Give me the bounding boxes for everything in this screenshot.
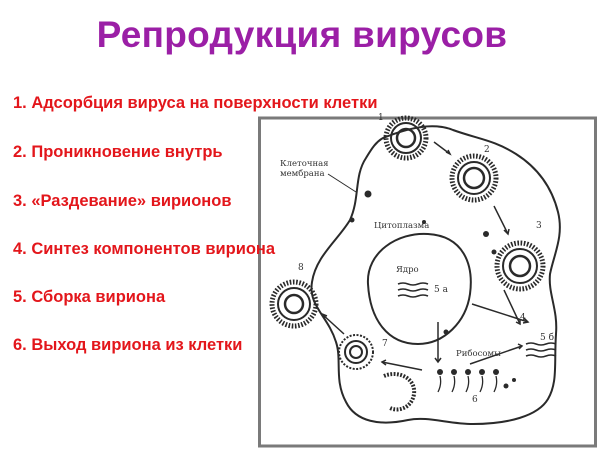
cytoplasm-label: Цитоплазма — [374, 221, 429, 231]
virion-stage-7 — [338, 334, 374, 370]
stage-number-3: 3 — [536, 221, 542, 231]
stage-number-4: 4 — [520, 313, 526, 323]
nucleic-acid-5a — [397, 282, 429, 298]
membrane-label-1: Клеточная — [280, 159, 329, 169]
virus-cell-diagram: Клеточная мембрана Цитоплазма Ядро Рибос… — [258, 94, 598, 448]
process-arrows — [319, 141, 530, 371]
stage-number-5b: 5 б — [540, 332, 554, 343]
viral-particles — [349, 190, 516, 389]
stage-number-8: 8 — [298, 263, 304, 273]
stage-number-1: 1 — [378, 113, 384, 123]
stage-number-6: 6 — [472, 395, 478, 405]
diagram-border — [258, 116, 597, 448]
stage-number-2: 2 — [484, 145, 490, 155]
nucleus — [366, 232, 472, 346]
cell-diagram-svg: Клеточная мембрана Цитоплазма Ядро Рибос… — [258, 113, 597, 448]
step-3: 3. «Раздевание» вирионов — [13, 192, 232, 210]
virion-stage-1 — [383, 115, 429, 161]
nucleic-acid-5b — [525, 342, 557, 358]
virion-stage-3 — [494, 240, 546, 292]
virion-stage-2 — [449, 153, 499, 203]
stage-number-5a: 5 а — [434, 285, 449, 295]
cell-membrane — [310, 125, 561, 426]
ribosomes — [437, 369, 499, 375]
step-2: 2. Проникновение внутрь — [13, 143, 223, 161]
page-title: Репродукция вирусов — [96, 14, 508, 55]
step-5: 5. Сборка вириона — [13, 288, 166, 306]
capsid-fragment — [383, 372, 417, 412]
virion-stage-8 — [269, 279, 319, 329]
step-6: 6. Выход вириона из клетки — [13, 336, 243, 354]
membrane-pointer — [327, 173, 357, 193]
stage-number-7: 7 — [382, 339, 388, 349]
ribosomes-label: Рибосомы — [456, 348, 501, 359]
nucleus-label: Ядро — [396, 265, 419, 275]
step-4: 4. Синтез компонентов вириона — [13, 240, 276, 258]
polypeptide-chains — [437, 375, 498, 393]
membrane-label-2: мембрана — [280, 168, 325, 179]
